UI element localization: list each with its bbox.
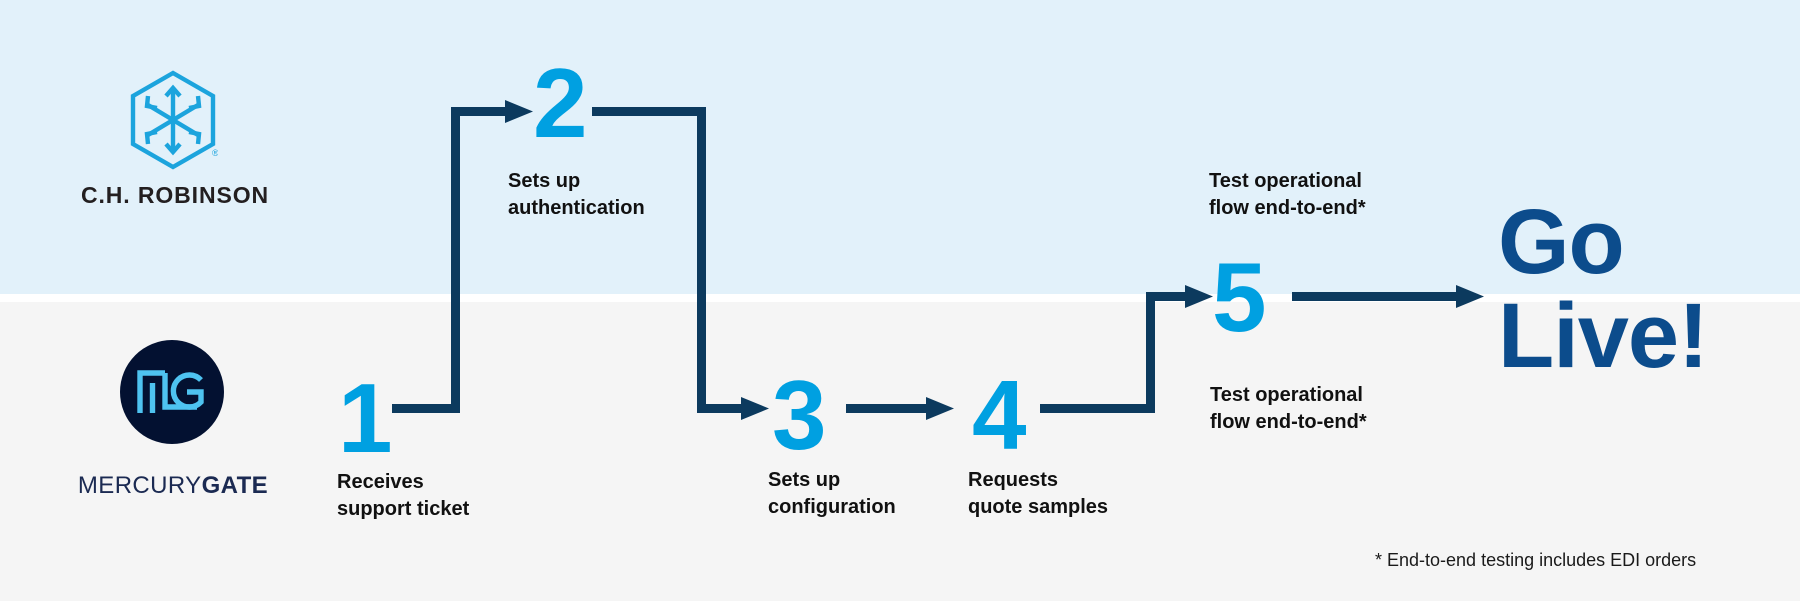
step-number-1: 1 (338, 363, 393, 473)
mercurygate-wordmark-bold: GATE (201, 472, 269, 499)
connector-3-to-4-horizontal (846, 404, 930, 413)
ch-robinson-wordmark: C.H. ROBINSON (80, 182, 270, 208)
connector-4-to-5-vertical (1146, 292, 1155, 413)
mercurygate-lane-band (0, 302, 1800, 601)
step-label-4: Requests quote samples (968, 469, 1109, 518)
arrowhead-into-golive (1456, 285, 1484, 308)
arrowhead-into-3 (741, 397, 769, 420)
arrowhead-into-2 (505, 100, 533, 123)
arrowhead-into-4 (926, 397, 954, 420)
step-number-2: 2 (533, 48, 588, 158)
mercurygate-logo (120, 340, 224, 444)
connector-2-to-3-vertical (697, 107, 706, 405)
connector-5-to-golive-horizontal (1292, 292, 1460, 301)
step-label-2: Sets up authentication (508, 170, 645, 219)
step-label-5-bottom: Test operational flow end-to-end* (1210, 384, 1367, 433)
chrobinson-lane-band (0, 0, 1800, 294)
step-label-1: Receives support ticket (337, 471, 470, 520)
svg-text:®: ® (212, 148, 218, 158)
connector-2-to-3-horizontal (697, 404, 745, 413)
step-number-3: 3 (772, 360, 827, 470)
step-number-4: 4 (972, 360, 1027, 470)
ch-robinson-logo: ® (128, 70, 219, 170)
connector-2-to-3-top (592, 107, 706, 116)
step-label-3: Sets up configuration (768, 469, 896, 518)
connector-4-to-5-horizontal (1040, 404, 1155, 413)
lane-divider (0, 294, 1800, 302)
arrowhead-into-5 (1185, 285, 1213, 308)
step-label-5-top: Test operational flow end-to-end* (1209, 170, 1366, 219)
mercurygate-wordmark: MERCURYGATE (48, 472, 298, 500)
mercurygate-wordmark-light: MERCURY (77, 472, 202, 499)
connector-1-to-2-vertical (451, 107, 460, 413)
connector-1-to-2-top (451, 107, 509, 116)
connector-1-to-2-horizontal (392, 404, 460, 413)
step-number-5: 5 (1212, 242, 1267, 352)
go-live-text: Go Live! (1498, 191, 1709, 387)
connector-4-to-5-top (1146, 292, 1190, 301)
footnote: * End-to-end testing includes EDI orders (1375, 550, 1697, 570)
